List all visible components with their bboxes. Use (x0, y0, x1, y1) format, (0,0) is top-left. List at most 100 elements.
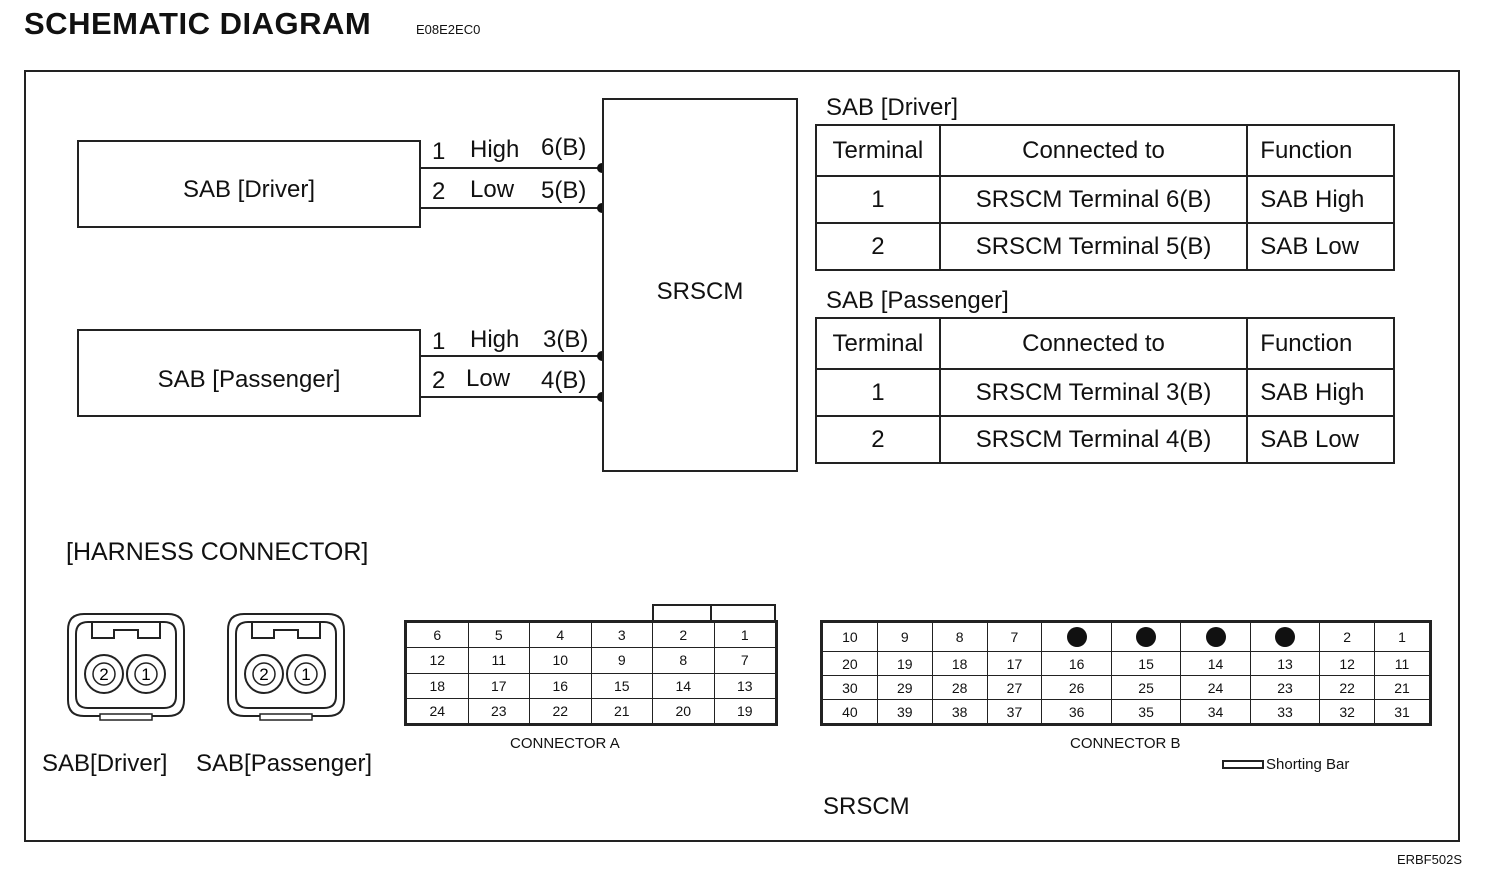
connector-pin: 16 (1041, 651, 1112, 677)
connector-pin: 14 (652, 672, 715, 699)
connector-pin: 21 (590, 697, 653, 725)
srscm-box: SRSCM (602, 98, 798, 472)
table-cell: 2 (815, 415, 941, 464)
table-header: Connected to (938, 124, 1249, 177)
shorted-pin-dot (1275, 627, 1296, 648)
connector-pin: 32 (1319, 699, 1376, 724)
document-code: E08E2EC0 (416, 22, 481, 37)
connector-pin: 22 (529, 697, 592, 725)
connector-pin: 5 (467, 621, 530, 649)
table-cell: SRSCM Terminal 5(B) (938, 222, 1249, 271)
table-cell: SAB Low (1246, 415, 1395, 464)
connector-pin: 19 (713, 697, 776, 725)
pin-number: 2 (259, 665, 268, 684)
connector-pin: 36 (1041, 699, 1112, 724)
sab-driver-connector: 2 1 (67, 613, 185, 721)
connector-pin: 21 (1374, 675, 1430, 701)
connector-pin: 37 (986, 699, 1043, 724)
connector-pin: 3 (590, 621, 653, 649)
wire-name: Low (470, 176, 515, 203)
table-cell: 1 (815, 175, 941, 224)
table-cell: SAB High (1246, 175, 1395, 224)
connector-a-label: CONNECTOR A (510, 735, 620, 752)
connector-pin: 8 (652, 647, 715, 674)
table-cell: SAB Low (1246, 222, 1395, 271)
connector-pin: 7 (713, 647, 776, 674)
srscm-connector-label: SRSCM (823, 793, 910, 820)
connector-pin: 10 (529, 647, 592, 674)
connector-pin: 17 (467, 672, 530, 699)
connector-pin (1249, 621, 1321, 653)
pin-number: 1 (141, 665, 150, 684)
connector-pin: 27 (986, 675, 1043, 701)
table-cell: 2 (815, 222, 941, 271)
wire-terminal: 3(B) (543, 326, 589, 353)
wire-name: High (470, 326, 520, 353)
connector-pin: 33 (1249, 699, 1321, 724)
connector-pin: 18 (931, 651, 988, 677)
wire-pin: 1 (432, 138, 446, 165)
connector-pin: 12 (406, 647, 469, 674)
table-header: Terminal (815, 317, 941, 370)
wire-pin: 2 (432, 178, 446, 205)
connector-pin: 12 (1319, 651, 1376, 677)
connector-pin: 34 (1180, 699, 1251, 724)
wire-name: High (470, 136, 520, 163)
connector-pin: 9 (590, 647, 653, 674)
pin-number: 2 (99, 665, 108, 684)
connector-pin: 1 (713, 621, 776, 649)
table-cell: SRSCM Terminal 4(B) (938, 415, 1249, 464)
table-header: Terminal (815, 124, 941, 177)
connector-pin (1041, 621, 1112, 653)
wire-pin: 1 (432, 328, 446, 355)
connector-pin: 9 (876, 621, 933, 653)
diagram-frame (24, 70, 1460, 842)
shorted-pin-dot (1066, 627, 1087, 648)
connector-pin: 18 (406, 672, 469, 699)
connector-pin: 1 (1374, 621, 1430, 653)
connector-pin: 23 (1249, 675, 1321, 701)
shorted-pin-dot (1205, 627, 1226, 648)
connector-pin: 13 (713, 672, 776, 699)
harness-connector-title: [HARNESS CONNECTOR] (66, 538, 369, 566)
connector-b-label: CONNECTOR B (1070, 735, 1181, 752)
connector-pin: 26 (1041, 675, 1112, 701)
connector-pin: 13 (1249, 651, 1321, 677)
connector-pin: 14 (1180, 651, 1251, 677)
connector-pin: 15 (590, 672, 653, 699)
table-header: Function (1246, 317, 1395, 370)
connector-pin: 20 (822, 651, 878, 677)
connector-pin: 16 (529, 672, 592, 699)
driver-table-title: SAB [Driver] (826, 94, 959, 121)
connector-pin: 19 (876, 651, 933, 677)
passenger-terminal-table: Terminal Connected to Function 1 SRSCM T… (815, 317, 1395, 464)
connector-pin: 24 (1180, 675, 1251, 701)
connector-pin: 35 (1110, 699, 1182, 724)
table-cell: SRSCM Terminal 3(B) (938, 368, 1249, 417)
shorted-pin-dot (1136, 627, 1157, 648)
connector-pin: 11 (1374, 651, 1430, 677)
sab-driver-connector-label: SAB[Driver] (42, 750, 168, 777)
sab-driver-box: SAB [Driver] (77, 140, 421, 228)
connector-a-lock-divider (710, 604, 712, 620)
connector-pin (1110, 621, 1182, 653)
wire-terminal: 4(B) (541, 367, 587, 394)
wire-name: Low (466, 365, 511, 392)
connector-pin (1180, 621, 1251, 653)
connector-pin: 10 (822, 621, 878, 653)
connector-pin: 23 (467, 697, 530, 725)
table-header: Connected to (938, 317, 1249, 370)
pin-number: 1 (301, 665, 310, 684)
sab-passenger-box: SAB [Passenger] (77, 329, 421, 417)
connector-pin: 17 (986, 651, 1043, 677)
connector-a-lock-tab (652, 604, 776, 620)
connector-pin: 25 (1110, 675, 1182, 701)
